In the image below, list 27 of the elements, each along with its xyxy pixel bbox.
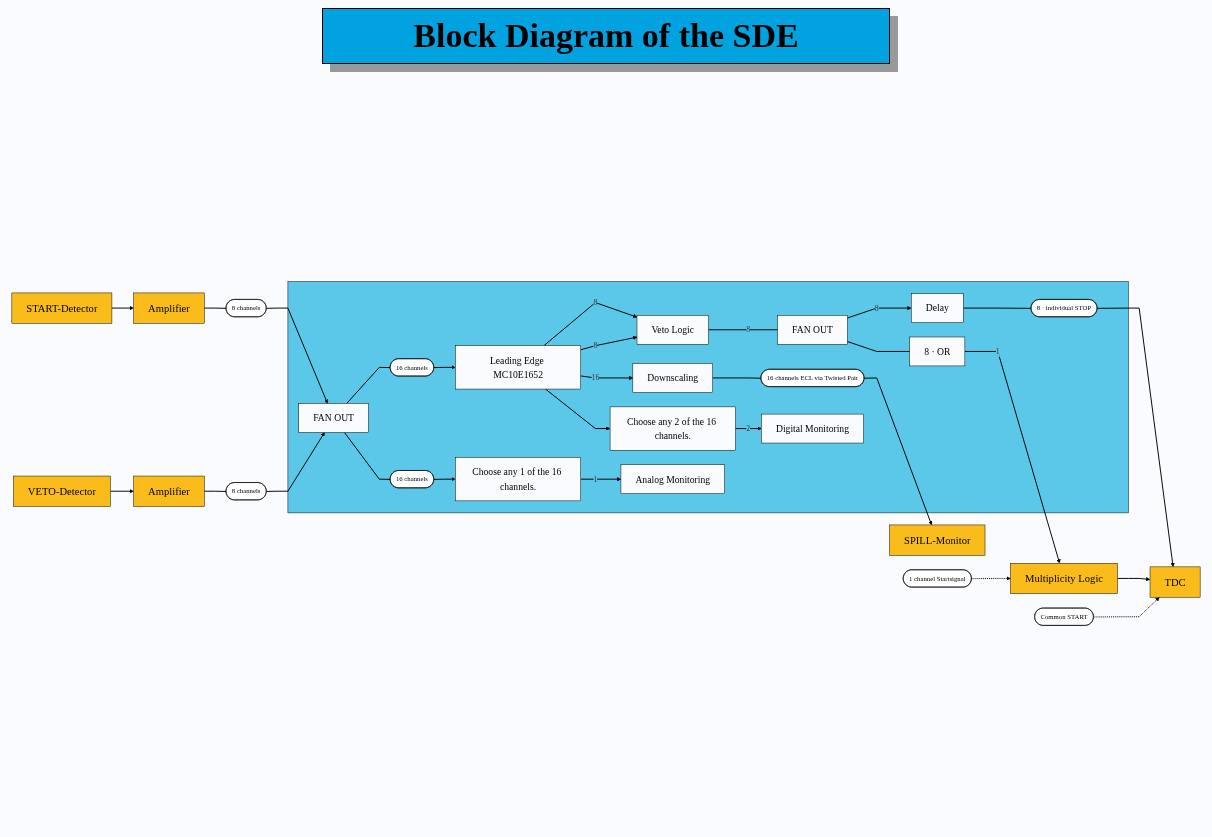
node-box: Choose any 1 of the 16 channels. <box>455 457 581 502</box>
connector <box>708 329 779 331</box>
node-box: Digital Monitoring <box>761 413 864 444</box>
node-box: TDC <box>1149 566 1201 598</box>
node-box: 8 · OR <box>909 336 966 367</box>
node-box: Veto Logic <box>636 315 709 345</box>
node-box: Amplifier <box>133 292 205 324</box>
connector <box>962 307 1032 309</box>
cluster <box>287 281 1129 514</box>
node-box: Analog Monitoring <box>620 464 725 494</box>
node-box: Amplifier <box>133 475 205 507</box>
node-box: Leading Edge MC10E1652 <box>455 345 581 390</box>
node-box: Downscaling <box>632 363 713 393</box>
connector <box>712 377 762 379</box>
connector <box>203 307 227 309</box>
connector <box>846 341 911 352</box>
connector <box>346 366 391 404</box>
connector <box>343 431 391 480</box>
node-box: SPILL-Monitor <box>889 524 986 556</box>
node-box: Delay <box>911 293 964 323</box>
node-box: START-Detector <box>11 292 113 324</box>
node-box: Choose any 2 of the 16 channels. <box>609 406 736 451</box>
node-box: Multiplicity Logic <box>1010 563 1118 594</box>
connector <box>203 490 227 492</box>
node-box: FAN OUT <box>298 403 369 433</box>
node-box: FAN OUT <box>777 315 848 345</box>
node-box: VETO-Detector <box>13 475 111 507</box>
